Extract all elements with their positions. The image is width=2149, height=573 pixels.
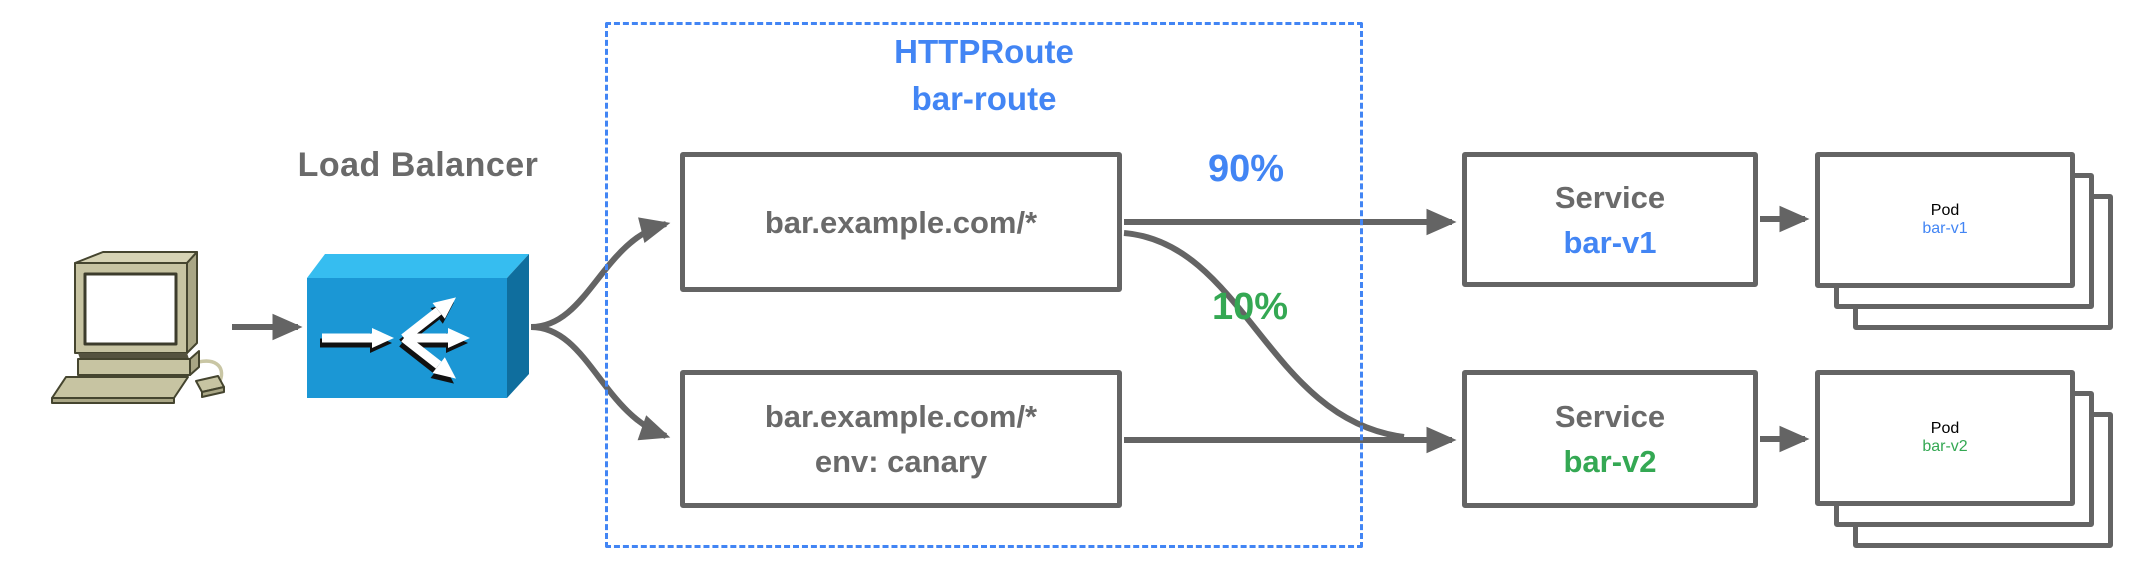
lb-arrow-in <box>322 328 394 348</box>
weight-label-90: 90% <box>1208 148 1285 190</box>
route-rule-match: bar.example.com/* <box>764 204 1038 240</box>
arrow-rule1-to-service-v2-10pct <box>1123 230 1405 440</box>
route-rule-box-main: bar.example.com/* <box>680 152 1122 292</box>
pod-bar-v1-stack: Pod bar-v1 <box>1815 152 2115 332</box>
pod-kind-label: Pod <box>1930 202 1960 219</box>
httproute-group-boundary <box>605 22 1363 548</box>
pod-bar-v2-stack: Pod bar-v2 <box>1815 370 2115 550</box>
service-bar-v2-box: Service bar-v2 <box>1462 370 1758 508</box>
httproute-group-title: HTTPRoute bar-route <box>605 28 1363 122</box>
arrow-lb-to-rule2 <box>530 324 671 441</box>
service-kind-label: Service <box>1554 179 1666 215</box>
pod-name: bar-v2 <box>1922 438 1968 455</box>
route-rule-box-canary: bar.example.com/* env: canary <box>680 370 1122 508</box>
pod-name: bar-v1 <box>1922 220 1968 237</box>
client-computer-icon <box>28 246 228 411</box>
route-rule-header-match: env: canary <box>814 444 988 479</box>
arrow-lb-to-rule1 <box>530 217 671 330</box>
pod-bar-v2-box: Pod bar-v2 <box>1815 370 2075 506</box>
lb-arrow-out-up <box>401 297 457 342</box>
service-bar-v1-box: Service bar-v1 <box>1462 152 1758 287</box>
service-kind-label: Service <box>1554 399 1666 434</box>
pod-bar-v1-box: Pod bar-v1 <box>1815 152 2075 288</box>
lb-arrow-out-down <box>401 334 457 379</box>
weight-label-10: 10% <box>1212 286 1289 328</box>
pod-kind-label: Pod <box>1930 420 1960 437</box>
service-name: bar-v1 <box>1563 224 1657 260</box>
httproute-name: bar-route <box>911 80 1057 117</box>
httproute-kind: HTTPRoute <box>894 33 1074 70</box>
route-rule-match: bar.example.com/* <box>764 399 1038 434</box>
load-balancer-icon <box>300 250 532 407</box>
service-name: bar-v2 <box>1563 444 1657 479</box>
lb-arrow-out-mid <box>404 328 470 348</box>
load-balancer-label: Load Balancer <box>297 146 539 184</box>
